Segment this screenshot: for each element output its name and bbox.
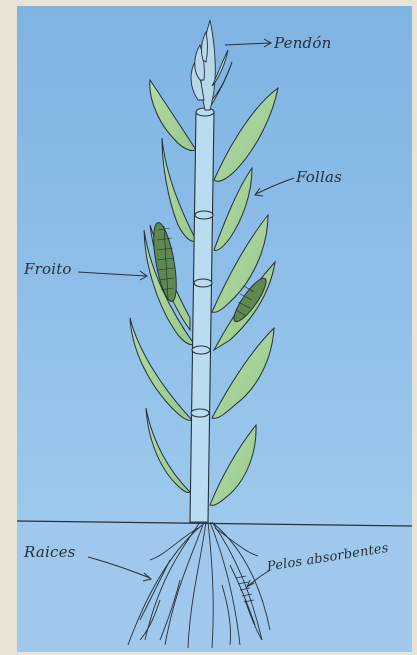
label-froito: Froito bbox=[24, 260, 72, 278]
label-pendon: Pendón bbox=[274, 34, 331, 52]
lower-blue-area bbox=[17, 520, 412, 652]
label-raices: Raices bbox=[24, 543, 76, 561]
label-follas: Follas bbox=[296, 168, 342, 186]
